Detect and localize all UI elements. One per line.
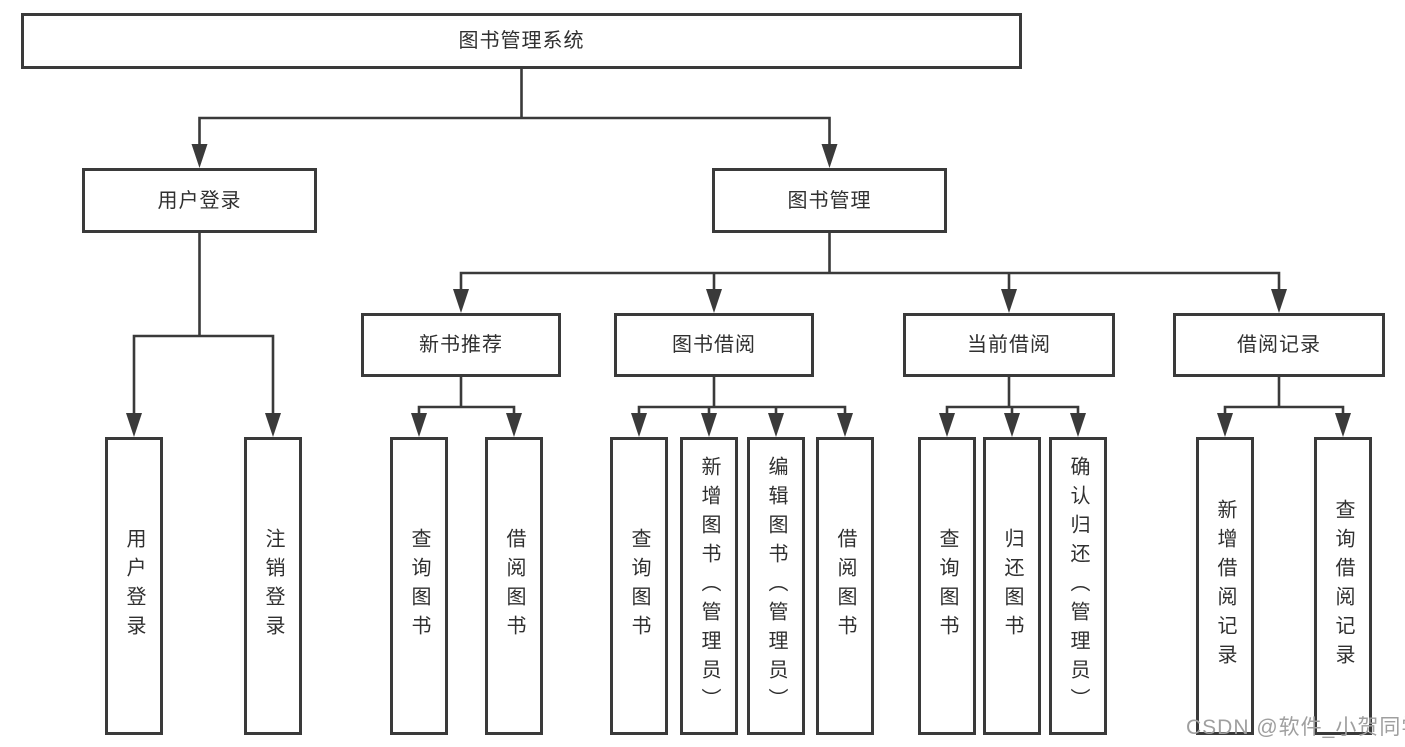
- node-label-root: 图书管理系统: [458, 30, 585, 52]
- node-label-borrow-record: 借阅记录: [1237, 334, 1321, 356]
- node-label-logout: 注销登录: [262, 528, 284, 644]
- node-bb-query: 查询图书: [610, 437, 668, 735]
- connector-book-borrow: [631, 375, 853, 437]
- connector-book-mgmt: [453, 231, 1287, 313]
- arrowhead-icon: [1271, 289, 1287, 313]
- node-label-bb-borrow: 借阅图书: [834, 528, 856, 644]
- connector-new-book: [411, 375, 522, 437]
- arrowhead-icon: [506, 413, 522, 437]
- arrowhead-icon: [453, 289, 469, 313]
- node-book-mgmt: 图书管理: [712, 168, 947, 233]
- connector-user-login: [126, 231, 281, 437]
- node-label-br-query: 查询借阅记录: [1332, 499, 1354, 673]
- arrowhead-icon: [191, 144, 208, 168]
- arrowhead-icon: [631, 413, 647, 437]
- node-login: 用户登录: [105, 437, 163, 735]
- node-label-login: 用户登录: [123, 528, 145, 644]
- node-label-bb-add: 新增图书（管理员）: [698, 455, 720, 717]
- node-label-nb-query: 查询图书: [408, 528, 430, 644]
- node-nb-query: 查询图书: [390, 437, 448, 735]
- node-user-login: 用户登录: [82, 168, 317, 233]
- arrowhead-icon: [768, 413, 784, 437]
- node-label-br-add: 新增借阅记录: [1214, 499, 1236, 673]
- node-book-borrow: 图书借阅: [614, 313, 814, 377]
- node-new-book: 新书推荐: [361, 313, 561, 377]
- node-br-add: 新增借阅记录: [1196, 437, 1254, 735]
- arrowhead-icon: [701, 413, 717, 437]
- arrowhead-icon: [939, 413, 955, 437]
- connector-lines-book-mgmt: [459, 231, 1281, 293]
- node-label-new-book: 新书推荐: [419, 334, 503, 356]
- arrowhead-icon: [837, 413, 853, 437]
- arrowhead-icon: [706, 289, 722, 313]
- arrowhead-icon: [1070, 413, 1086, 437]
- arrowhead-icon: [1004, 413, 1020, 437]
- node-cb-query: 查询图书: [918, 437, 976, 735]
- arrowhead-icon: [1217, 413, 1233, 437]
- node-label-book-mgmt: 图书管理: [787, 189, 872, 212]
- node-bb-edit: 编辑图书（管理员）: [747, 437, 805, 735]
- node-label-bb-query: 查询图书: [628, 528, 650, 644]
- node-nb-borrow: 借阅图书: [485, 437, 543, 735]
- node-cb-confirm: 确认归还（管理员）: [1049, 437, 1107, 735]
- node-label-user-login: 用户登录: [157, 189, 242, 212]
- node-current-borrow: 当前借阅: [903, 313, 1115, 377]
- connector-lines-current-borrow: [945, 375, 1080, 417]
- arrowhead-icon: [265, 413, 281, 437]
- node-cb-return: 归还图书: [983, 437, 1041, 735]
- connector-borrow-record: [1217, 375, 1351, 437]
- connector-root: [191, 67, 838, 168]
- connector-lines-root: [198, 67, 831, 148]
- connector-lines-new-book: [417, 375, 516, 417]
- node-bb-borrow: 借阅图书: [816, 437, 874, 735]
- node-label-cb-query: 查询图书: [936, 528, 958, 644]
- node-label-current-borrow: 当前借阅: [967, 334, 1051, 356]
- node-label-nb-borrow: 借阅图书: [503, 528, 525, 644]
- node-bb-add: 新增图书（管理员）: [680, 437, 738, 735]
- node-label-cb-return: 归还图书: [1001, 528, 1023, 644]
- arrowhead-icon: [821, 144, 838, 168]
- connector-lines-book-borrow: [637, 375, 847, 417]
- arrowhead-icon: [126, 413, 142, 437]
- arrowhead-icon: [1001, 289, 1017, 313]
- node-br-query: 查询借阅记录: [1314, 437, 1372, 735]
- node-label-book-borrow: 图书借阅: [672, 334, 756, 356]
- connector-current-borrow: [939, 375, 1086, 437]
- connector-lines-borrow-record: [1223, 375, 1345, 417]
- node-label-bb-edit: 编辑图书（管理员）: [765, 455, 787, 717]
- watermark: CSDN @软件_小贺同学: [1186, 716, 1405, 739]
- node-logout: 注销登录: [244, 437, 302, 735]
- arrowhead-icon: [1335, 413, 1351, 437]
- arrowhead-icon: [411, 413, 427, 437]
- connector-lines-user-login: [132, 231, 275, 417]
- node-root: 图书管理系统: [21, 13, 1022, 69]
- node-borrow-record: 借阅记录: [1173, 313, 1385, 377]
- node-label-cb-confirm: 确认归还（管理员）: [1067, 455, 1089, 717]
